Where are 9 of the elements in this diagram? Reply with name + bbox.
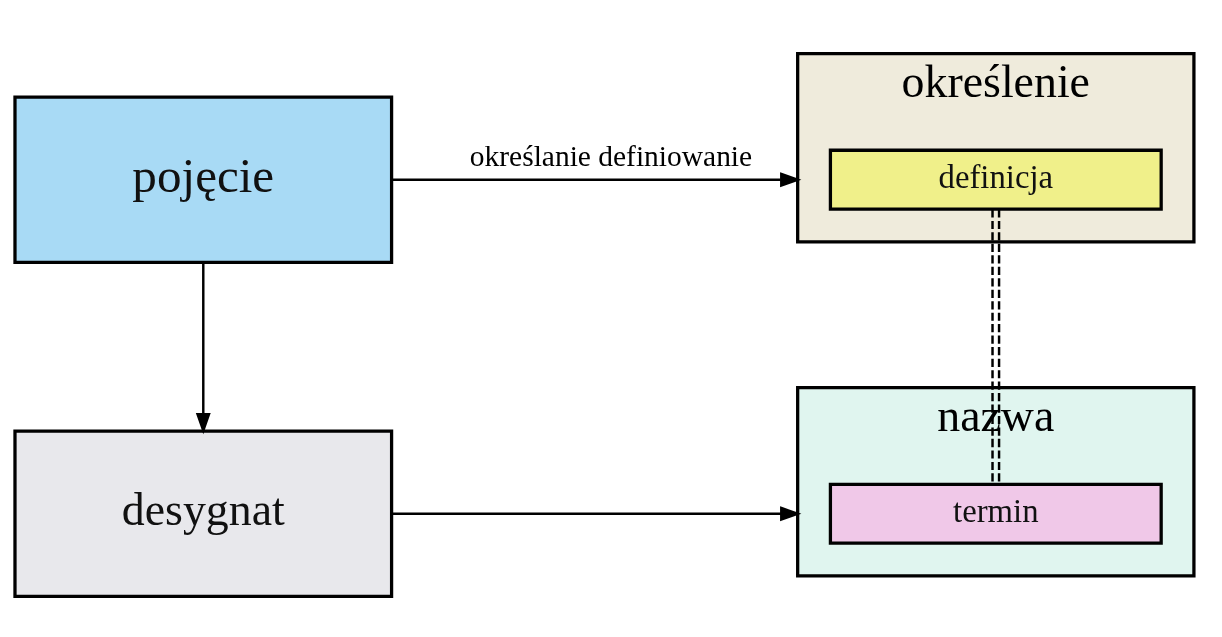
node-box: pojęcie [13,95,394,265]
node-box: definicja [828,148,1163,211]
node-box: termin [828,482,1163,545]
connector [991,209,1001,484]
arrow [391,172,802,188]
arrow [392,506,802,522]
arrow [195,262,211,435]
edge-label: określanie definiowanie [469,139,753,172]
node-box: desygnat [13,429,394,599]
